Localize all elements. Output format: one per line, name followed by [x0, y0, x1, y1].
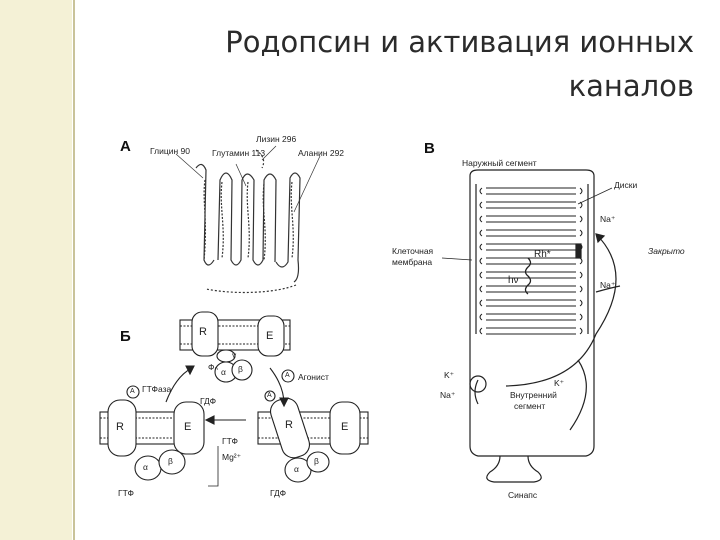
label-beta-top: β: [238, 364, 243, 374]
panel-letter-a: А: [120, 138, 131, 155]
label-closed: Закрыто: [648, 246, 685, 256]
slide-title-part-1: Родопсин и активация: [225, 25, 571, 59]
label-e-left: E: [184, 421, 192, 433]
label-na-left: Na⁺: [440, 390, 456, 400]
label-e-right: E: [341, 421, 349, 433]
label-disks: Диски: [614, 180, 638, 190]
decorative-side-line: [73, 0, 75, 540]
label-k-right: K⁺: [554, 378, 565, 388]
label-a-circle-right: A: [285, 372, 290, 379]
label-alpha-left: α: [143, 462, 148, 472]
label-outer-segment: Наружный сегмент: [462, 158, 537, 168]
label-cell-membrane-2: мембрана: [392, 257, 433, 267]
label-na-top: Na⁺: [600, 214, 616, 224]
slide-title-line-1: Родопсин и активация ионных: [134, 20, 694, 64]
label-gtp-mid: ГТФ: [222, 436, 238, 446]
label-na-mid: Na⁺: [600, 280, 616, 290]
label-lysine: Лизин 296: [256, 134, 297, 144]
label-e-top: E: [266, 330, 274, 342]
label-r-top: R: [199, 326, 207, 338]
label-gdp-mid: ГДФ: [200, 396, 217, 406]
label-alanine: Аланин 292: [298, 148, 345, 158]
label-r-left: R: [116, 421, 124, 433]
label-alpha-right: α: [294, 464, 299, 474]
decorative-side-stripe: [0, 0, 72, 540]
disks: [479, 187, 583, 335]
label-a-small: A: [267, 392, 272, 399]
slide-title: Родопсин и активация ионных каналов: [134, 20, 694, 108]
label-gamma-top: γ: [232, 350, 237, 360]
label-inner-segment-2: сегмент: [514, 401, 546, 411]
label-synapse: Синапс: [508, 490, 538, 500]
label-gtpase: ГТФаза: [142, 384, 172, 394]
label-beta-left: β: [168, 456, 173, 466]
gprotein-cycle: [99, 311, 369, 487]
label-cell-membrane-1: Клеточная: [392, 246, 434, 256]
label-glutamine: Глутамин 113: [212, 148, 266, 158]
label-glycine: Глицин 90: [150, 146, 190, 156]
label-alpha-top: α: [221, 367, 226, 377]
label-gtp-bottom: ГТФ: [118, 488, 134, 498]
label-hv: hν: [508, 275, 519, 286]
label-rh: Rh*: [534, 249, 551, 260]
label-inner-segment-1: Внутренний: [510, 390, 557, 400]
rod-cell: [441, 169, 621, 483]
label-k-left: K⁺: [444, 370, 455, 380]
slide-title-line-2: каналов: [568, 69, 694, 103]
panel-letter-b: Б: [120, 328, 131, 345]
label-mg: Mg²⁺: [222, 452, 242, 462]
rhodopsin-helices: [175, 145, 321, 294]
label-agonist: Агонист: [298, 372, 329, 382]
label-gdp-bottom: ГДФ: [270, 488, 287, 498]
label-beta-right: β: [314, 456, 319, 466]
label-r-right: R: [285, 419, 293, 431]
label-phi: Фₙ: [208, 362, 218, 372]
panel-letter-c: В: [424, 140, 435, 157]
label-a-circle-left: A: [130, 388, 135, 395]
slide-title-part-2: ионных: [579, 25, 694, 59]
